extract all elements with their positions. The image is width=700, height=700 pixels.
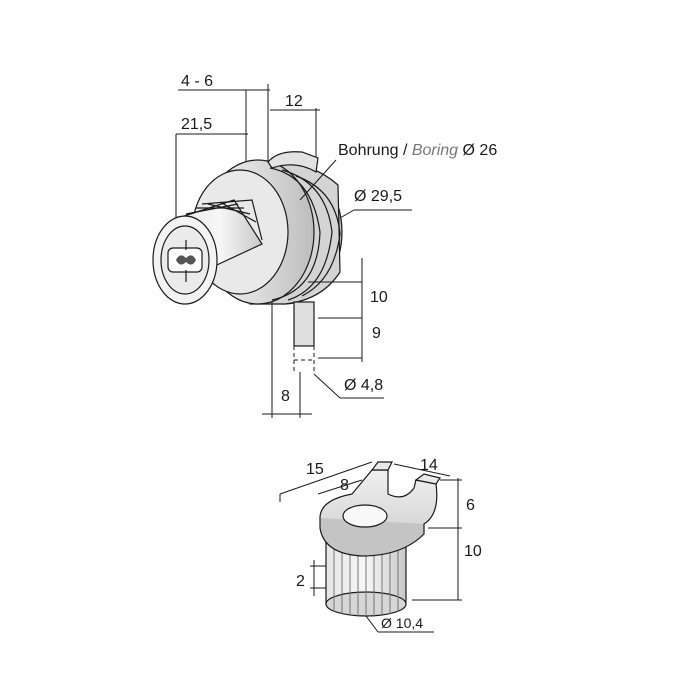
dim-29-5-label: Ø 29,5 bbox=[354, 188, 402, 205]
dim-6-label: 6 bbox=[466, 497, 475, 514]
lock-pin bbox=[293, 301, 315, 372]
dim-4-6-label: 4 - 6 bbox=[181, 73, 213, 90]
dim-line-15 bbox=[279, 461, 373, 495]
bore-leader bbox=[299, 159, 337, 201]
dim-line-14 bbox=[393, 463, 451, 477]
cam-part-drawing: 15 8 14 6 10 2 Ø 10,4 bbox=[279, 457, 482, 633]
dim-10-label: 10 bbox=[370, 289, 388, 306]
dim-21-5-label: 21,5 bbox=[181, 116, 212, 133]
dim-4-8-leader bbox=[313, 373, 341, 399]
dim-10-4-label: Ø 10,4 bbox=[381, 615, 423, 631]
dim-4-8-label: Ø 4,8 bbox=[344, 377, 383, 394]
dim-9-label: 9 bbox=[372, 325, 381, 342]
bore-label-suffix: Ø 26 bbox=[458, 142, 497, 159]
dim-15-label: 15 bbox=[306, 461, 324, 478]
dim-12-label: 12 bbox=[285, 93, 303, 110]
dim-10-4-leader bbox=[365, 615, 379, 633]
dim-29-5-leader bbox=[339, 209, 355, 219]
dim-8-label: 8 bbox=[281, 388, 290, 405]
dim-2-label: 2 bbox=[296, 573, 305, 590]
dim-line-8-cam bbox=[317, 479, 363, 495]
cam-lock-drawing: 4 - 6 12 21,5 Bohrung / Boring Ø 26 Ø 29… bbox=[152, 73, 497, 418]
cam-dim-8-label: 8 bbox=[340, 477, 349, 494]
cylinder-face bbox=[152, 215, 218, 305]
cam-plate bbox=[319, 461, 441, 557]
dim-14-label: 14 bbox=[420, 457, 438, 474]
bore-label-italic: Boring bbox=[412, 142, 458, 159]
cam-dim-10-label: 10 bbox=[464, 543, 482, 560]
keyway-icon bbox=[167, 240, 203, 282]
bore-label-prefix: Bohrung / bbox=[338, 142, 412, 159]
bore-label: Bohrung / Boring Ø 26 bbox=[338, 142, 497, 159]
